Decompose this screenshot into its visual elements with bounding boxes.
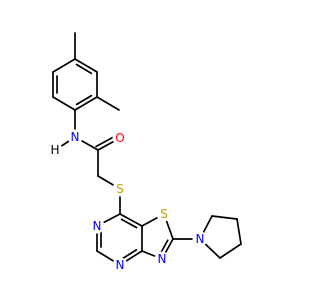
bond-c3-me2 xyxy=(96,96,120,111)
bond-layer xyxy=(52,32,242,266)
atom-label-bg-s_thioether xyxy=(112,181,128,197)
atom-label-bg-n_pyrrolidine xyxy=(192,231,208,247)
atom-label-bg-n_amide xyxy=(67,129,83,145)
bond-c1-c2-inner xyxy=(75,63,93,75)
atom-label-o_carbonyl: O xyxy=(115,131,124,145)
bond-c1-c2 xyxy=(74,58,98,73)
bond-c7-c7a xyxy=(119,213,143,227)
atom-label-n4: N xyxy=(116,258,125,272)
bond-c3-c4 xyxy=(74,96,98,111)
bond-c4-c5 xyxy=(52,96,76,111)
bond-n_amide-h_amide xyxy=(59,140,70,148)
atom-label-bg-h_amide xyxy=(47,142,63,158)
atom-label-s_ring: S xyxy=(160,207,168,221)
atom-label-bg-o_carbonyl xyxy=(112,130,128,146)
bond-p3-p4 xyxy=(219,243,242,259)
bond-c7-c7a-inner xyxy=(120,218,138,229)
bond-c3a-n4-inner xyxy=(120,249,138,261)
bond-c6-c1 xyxy=(52,58,76,73)
atom-label-n6: N xyxy=(93,219,102,233)
atom-label-bg-n3 xyxy=(154,251,170,267)
atom-label-bg-s_ring xyxy=(156,206,172,222)
atom-label-n_amide: N xyxy=(71,130,80,144)
bond-c3-c4-inner xyxy=(75,94,93,106)
atom-label-bg-n4 xyxy=(112,257,128,273)
atom-label-n3: N xyxy=(158,252,167,266)
atom-label-h_amide: H xyxy=(50,143,59,157)
atom-label-s_thioether: S xyxy=(116,182,124,196)
atom-label-n_pyrrolidine: N xyxy=(196,232,205,246)
atom-label-bg-n6 xyxy=(89,218,105,234)
bond-p2-p3 xyxy=(236,218,242,245)
bond-p1-p2 xyxy=(211,215,238,220)
